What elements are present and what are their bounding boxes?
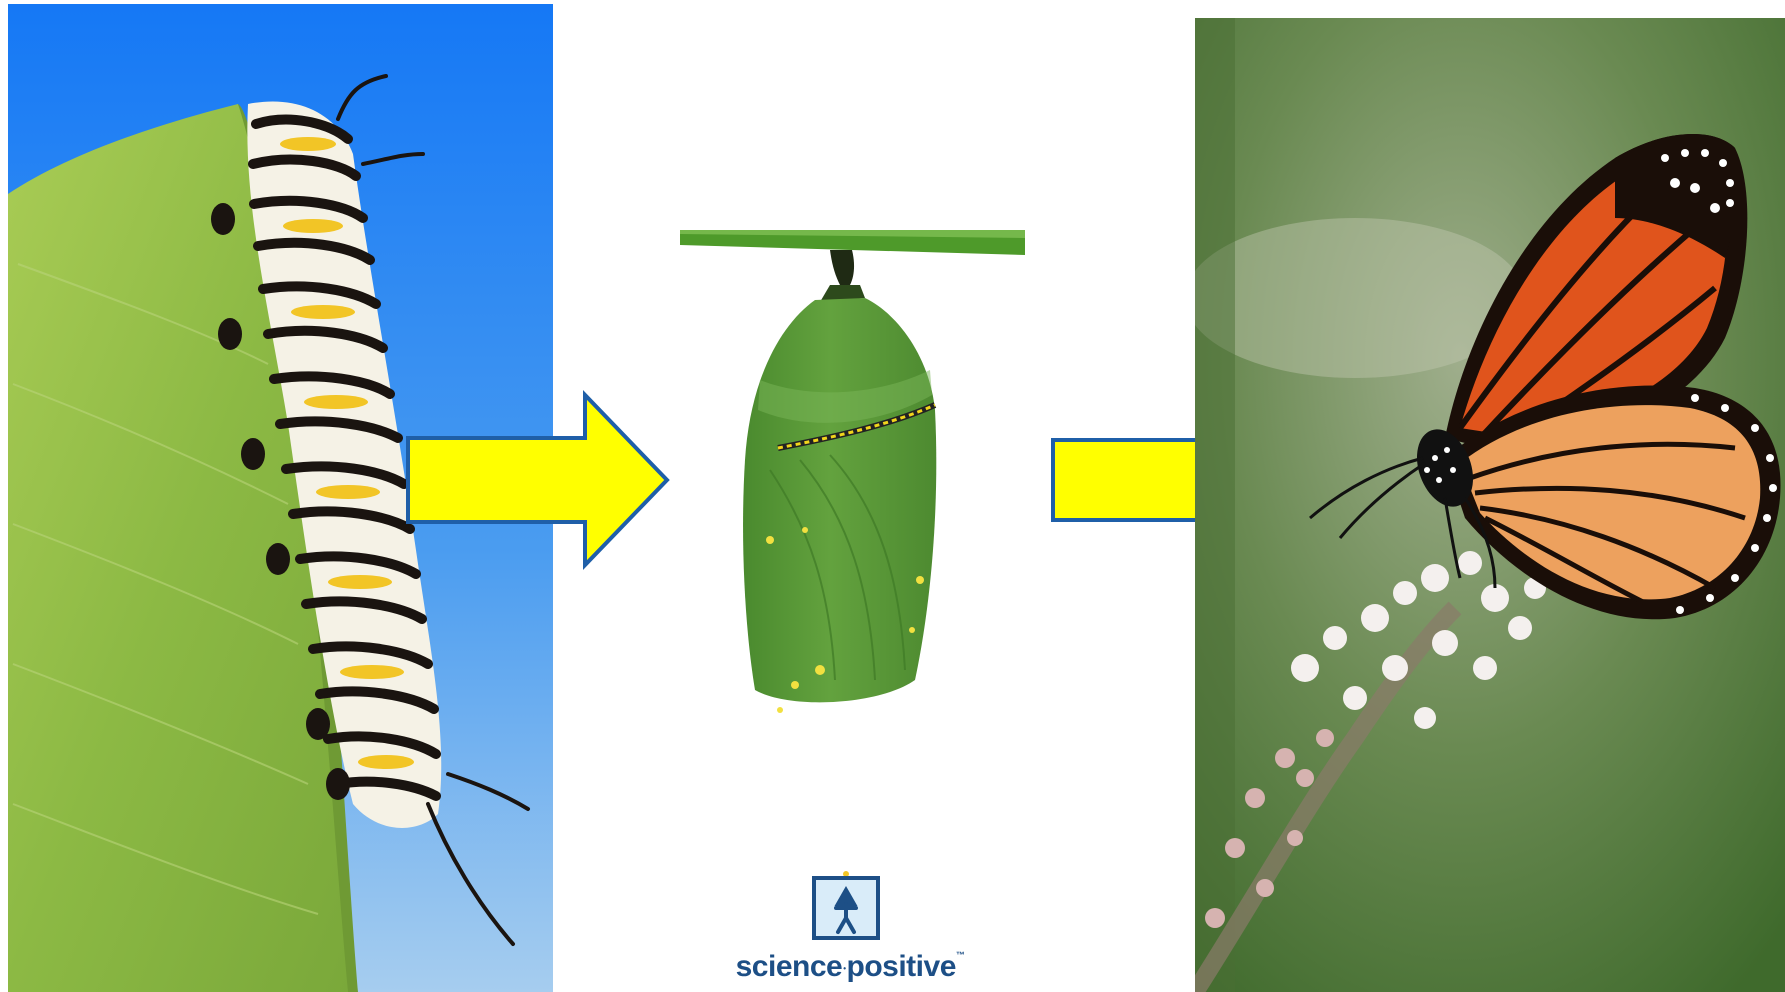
logo-word-positive: positive <box>847 950 956 983</box>
butterfly-image <box>1195 18 1785 992</box>
chrysalis-illustration <box>660 210 1040 770</box>
arrow-caterpillar-to-chrysalis <box>405 390 675 570</box>
stick-figure-icon <box>810 870 882 940</box>
logo-trademark: ™ <box>956 950 965 960</box>
chrysalis-image <box>660 210 1040 770</box>
butterfly-illustration <box>1195 18 1785 992</box>
logo-word-science: science <box>736 950 843 983</box>
logo-wordmark: science•positive™ <box>725 950 975 984</box>
science-positive-logo: science•positive™ <box>725 850 975 990</box>
